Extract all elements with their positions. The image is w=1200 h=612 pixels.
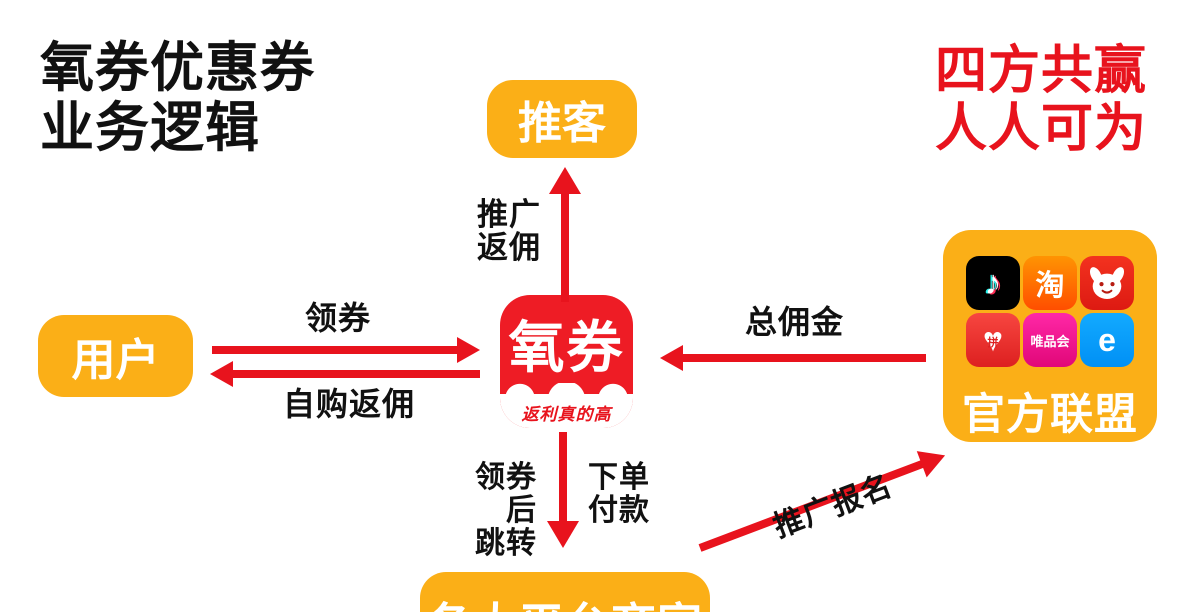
page-title-line1: 氧券优惠券 (40, 38, 315, 98)
node-merchants-label: 各大平台商家 (427, 588, 703, 612)
douyin-icon: ♪ (966, 256, 1020, 310)
jd-dog-face (1089, 267, 1125, 299)
app-name: 氧券 (508, 316, 625, 379)
node-merchants: 各大平台商家 (420, 572, 710, 612)
music-note-glyph: ♪ (984, 263, 1002, 302)
page-title: 氧券优惠券 业务逻辑 (40, 38, 315, 158)
arrow-app-to-user-head (210, 361, 233, 387)
page-title-line2: 业务逻辑 (40, 98, 260, 158)
edge-label-order-line2: 付款 (588, 494, 650, 527)
eleme-glyph: e (1098, 321, 1116, 358)
arrow-user-to-app-shaft (212, 346, 462, 354)
edge-label-order-payment: 下单 付款 (588, 461, 678, 527)
edge-label-self-purchase-rebate: 自购返佣 (283, 386, 416, 422)
arrow-merchants-to-alliance-head (916, 442, 951, 478)
arrow-app-to-merchants-shaft (559, 432, 567, 524)
slogan: 四方共赢 人人可为 (928, 42, 1154, 158)
pdd-pin-glyph: 拼 (987, 337, 999, 349)
edge-label-order-line1: 下单 (588, 461, 650, 494)
edge-label-jump-after-claim: 领券后 跳转 (447, 461, 537, 560)
pdd-heart-glyph: ♥ (982, 320, 1004, 359)
app-icon-oxygen-coupon: 氧券 返利真的高 (500, 295, 633, 428)
arrow-app-to-promoter-head (549, 167, 581, 194)
edge-label-promote-rebate: 推广 返佣 (477, 198, 541, 264)
taobao-glyph: 淘 (1035, 270, 1065, 302)
taobao-icon: 淘 (1023, 256, 1077, 310)
vipshop-icon: 唯品会 (1023, 313, 1077, 367)
app-tagline-ribbon: 返利真的高 (500, 383, 633, 428)
edge-label-promote-rebate-line1: 推广 (477, 197, 541, 232)
vipshop-glyph: 唯品会 (1030, 333, 1070, 349)
edge-label-claim-coupon: 领券 (305, 300, 372, 336)
slogan-line1: 四方共赢 (934, 42, 1147, 100)
arrow-user-to-app-head (457, 337, 480, 363)
arrow-alliance-to-app-head (660, 345, 683, 371)
arrow-alliance-to-app-shaft (680, 354, 926, 362)
slogan-line2: 人人可为 (934, 100, 1147, 158)
node-alliance-label: 官方联盟 (962, 391, 1138, 439)
arrow-app-to-user-shaft (232, 370, 480, 378)
jd-dog-icon (1080, 256, 1134, 310)
app-tagline: 返利真的高 (521, 404, 612, 424)
node-official-alliance: ♪ 淘 ♥ 拼 唯品会 (943, 230, 1157, 442)
node-user: 用户 (38, 315, 193, 397)
platform-icon-grid: ♪ 淘 ♥ 拼 唯品会 (966, 256, 1134, 367)
edge-label-promote-rebate-line2: 返佣 (477, 230, 541, 265)
edge-label-total-commission: 总佣金 (745, 304, 845, 340)
node-promoter: 推客 (487, 80, 637, 158)
arrow-app-to-promoter-shaft (561, 190, 569, 302)
node-user-label: 用户 (71, 336, 160, 385)
pinduoduo-icon: ♥ 拼 (966, 313, 1020, 367)
eleme-icon: e (1080, 313, 1134, 367)
node-promoter-label: 推客 (518, 99, 606, 148)
edge-label-jump-line2: 跳转 (475, 527, 537, 560)
edge-label-jump-line1: 领券后 (475, 461, 537, 527)
arrow-app-to-merchants-head (547, 521, 579, 548)
edge-label-promotion-signup: 推广报名 (769, 469, 897, 544)
